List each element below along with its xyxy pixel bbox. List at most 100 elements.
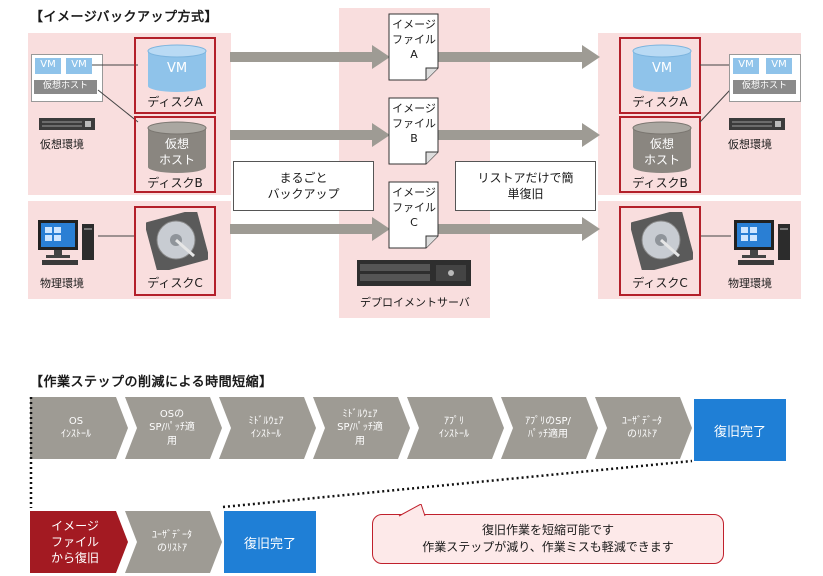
callout-pointer <box>398 504 426 517</box>
step-long-3: ﾐﾄﾞﾙｳｪｱｲﾝｽﾄｰﾙ <box>224 397 308 459</box>
backup-note-line-1: まるごと <box>279 170 328 185</box>
arrow-b-left <box>230 123 390 147</box>
backup-note-line-2: バックアップ <box>267 187 340 201</box>
left-disk-b-label: ディスクB <box>147 176 203 190</box>
image-file-a-text: イメージ ファイル A <box>390 18 438 63</box>
image-file-a-icon <box>388 13 439 81</box>
section2-title: 【作業ステップの削減による時間短縮】 <box>30 375 273 390</box>
step-long-5-line-1: ｱﾌﾟﾘ <box>444 415 464 427</box>
image-file-b-line-3: B <box>410 131 418 145</box>
right-disk-b-cyl-text-2: ホスト <box>643 153 680 167</box>
left-disk-a-cylinder-icon <box>147 44 207 92</box>
done-long: 復旧完了 <box>694 399 786 461</box>
step-short-1-line-1: イメージ <box>51 518 99 533</box>
step-long-6-line-2: ﾊﾟｯﾁ適用 <box>528 429 568 440</box>
chevron-long-1 <box>30 397 128 459</box>
long-process-chevrons <box>30 397 692 459</box>
left-server-icon <box>39 118 95 130</box>
right-vm-chip-2: VM <box>766 58 792 74</box>
left-disk-c-frame: ディスクC <box>134 206 216 296</box>
left-virtual-env-label: 仮想環境 <box>40 138 84 151</box>
chevron-long-7 <box>595 397 692 459</box>
section1-title: 【イメージバックアップ方式】 <box>30 10 218 25</box>
server-label: デプロイメントサーバ <box>360 296 470 309</box>
left-disk-b-cylinder-icon <box>147 121 207 173</box>
step-short-2-line-1: ﾕｰｻﾞﾃﾞｰﾀ <box>152 529 192 541</box>
left-disk-b-cyl-text-1: 仮想 <box>164 137 189 151</box>
right-disk-a-cylinder-icon <box>632 44 692 92</box>
right-vm-chip-1: VM <box>733 58 759 74</box>
right-disk-c-frame: ディスクC <box>619 206 701 296</box>
left-disk-a-cyl-text: VM <box>166 61 188 76</box>
chevron-long-4 <box>313 397 410 459</box>
right-disk-b-cyl-text-1: 仮想 <box>649 137 674 151</box>
chevron-long-6 <box>501 397 598 459</box>
image-file-b-icon <box>388 97 439 165</box>
chevron-long-2 <box>125 397 222 459</box>
dotted-guides <box>29 397 693 509</box>
image-file-b-line-2: ファイル <box>392 116 436 130</box>
right-virtual-env-label: 仮想環境 <box>728 138 772 151</box>
step-long-2-line-1: OSの <box>159 408 185 420</box>
image-file-c-line-3: C <box>410 215 418 229</box>
done-short: 復旧完了 <box>224 511 316 573</box>
step-long-6-line-1: ｱﾌﾟﾘのSP/ <box>525 415 571 427</box>
step-short-1-line-3: から復旧 <box>50 551 99 566</box>
left-vm-chip-2: VM <box>66 58 92 74</box>
arrow-a-right <box>438 45 600 69</box>
step-long-5: ｱﾌﾟﾘ ｲﾝｽﾄｰﾙ <box>412 397 496 459</box>
step-long-7-line-2: のﾘｽﾄｱ <box>627 429 657 440</box>
chevron-short-2 <box>125 511 222 573</box>
step-long-4-line-3: 用 <box>355 435 365 447</box>
step-long-6: ｱﾌﾟﾘのSP/ﾊﾟｯﾁ適用 <box>506 397 590 459</box>
arrow-b-right <box>438 123 600 147</box>
step-short-1-line-2: ファイル <box>50 534 99 549</box>
backup-note: まるごと バックアップ <box>233 161 374 211</box>
left-disk-b-frame: 仮想 ホスト ディスクB <box>134 116 216 193</box>
left-pc-icon <box>38 220 94 265</box>
step-short-2-line-2: のﾘｽﾄｱ <box>157 543 187 554</box>
image-file-c-icon <box>388 181 439 249</box>
right-disk-a-frame: VM ディスクA <box>619 37 701 114</box>
restore-note-line-2: 単復旧 <box>507 187 544 201</box>
image-file-b-line-1: イメージ <box>392 102 436 115</box>
left-disk-c-label: ディスクC <box>147 276 203 290</box>
left-disk-a-label: ディスクA <box>147 95 203 109</box>
arrow-a-left <box>230 45 390 69</box>
step-long-5-line-2: ｲﾝｽﾄｰﾙ <box>439 429 469 440</box>
transfer-arrows <box>230 45 600 241</box>
right-physical-env-label: 物理環境 <box>728 277 772 290</box>
chevron-long-5 <box>407 397 504 459</box>
right-disk-b-label: ディスクB <box>632 176 688 190</box>
restore-note: リストアだけで簡 単復旧 <box>455 161 596 211</box>
left-host-chip: 仮想ホスト <box>34 80 97 94</box>
image-file-c-text: イメージ ファイル C <box>390 186 438 231</box>
restore-note-line-1: リストアだけで簡 <box>477 170 574 185</box>
step-long-4-line-1: ﾐﾄﾞﾙｳｪｱ <box>342 408 378 420</box>
step-long-1-line-1: OS <box>68 415 84 427</box>
image-file-c-line-1: イメージ <box>392 186 436 199</box>
step-long-3-line-1: ﾐﾄﾞﾙｳｪｱ <box>248 415 284 427</box>
arrow-c-right <box>438 217 600 241</box>
left-connector-lines <box>92 64 139 123</box>
chevron-short-1 <box>30 511 128 573</box>
right-server-icon <box>729 118 785 130</box>
left-disk-b-cyl-text-2: ホスト <box>158 153 195 167</box>
right-disk-b-cylinder-icon <box>632 121 692 173</box>
left-physical-env-label: 物理環境 <box>40 277 84 290</box>
callout-line-1: 復旧作業を短縮可能です <box>481 522 614 537</box>
callout-line-2: 作業ステップが減り、作業ミスも軽減できます <box>422 540 674 554</box>
arrow-c-left <box>230 217 390 241</box>
right-disk-a-cyl-text: VM <box>651 61 673 76</box>
left-hdd-icon <box>146 212 208 270</box>
image-file-a-line-1: イメージ <box>392 18 436 31</box>
short-process-chevrons <box>30 511 222 573</box>
right-hdd-icon <box>631 212 693 270</box>
step-short-1: イメージファイルから復旧 <box>30 511 120 573</box>
step-long-7-line-1: ﾕｰｻﾞﾃﾞｰﾀ <box>622 415 662 427</box>
right-disk-c-label: ディスクC <box>632 276 688 290</box>
right-pc-connector <box>701 235 731 237</box>
